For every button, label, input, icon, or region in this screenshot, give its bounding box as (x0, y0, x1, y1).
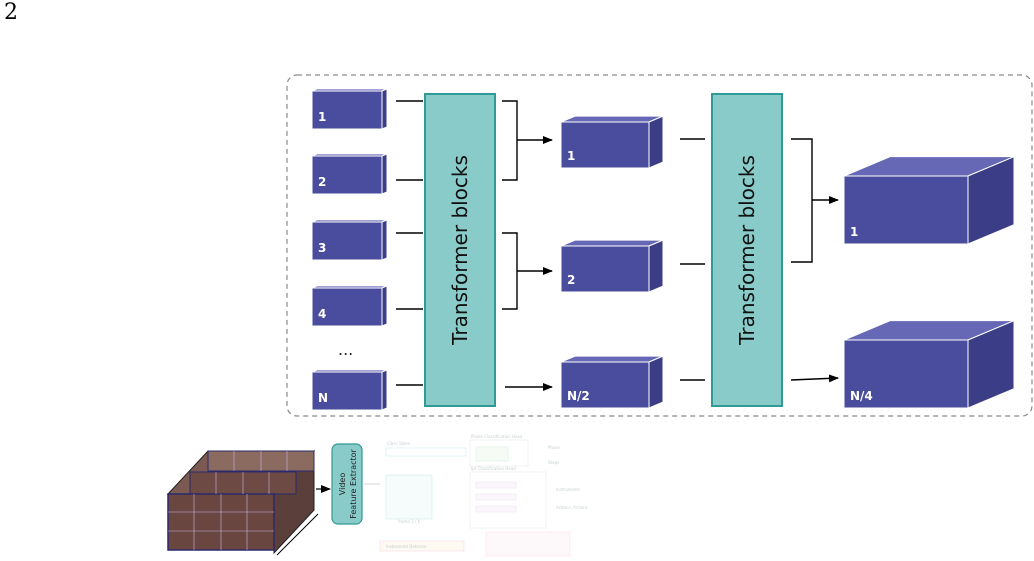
stage3-cube-N-4: N/4 (843, 320, 1015, 409)
stage1-cube-2: 2 (311, 153, 388, 195)
stage1-cube-4: 4 (311, 285, 388, 327)
faint-steps: Steps (548, 460, 559, 465)
faint-phase-head: Phase Classification Head (471, 434, 523, 439)
video-feature-extractor (331, 443, 363, 525)
stage2-cube-N-2-top (560, 355, 664, 363)
faint-actions: Actions, Actions (556, 505, 588, 510)
connectors (396, 100, 839, 391)
dashed-frame (286, 74, 1033, 417)
faded-pipeline (364, 439, 571, 557)
stage2-cube-1-label: 1 (567, 149, 575, 163)
stage2-cube-N-2-front (560, 361, 650, 409)
stage1-cube-N-side (381, 369, 388, 411)
stage1-cube-3: 3 (311, 219, 388, 261)
stage1-cube-3-label: 3 (318, 241, 326, 255)
stage3-cube-1-front (843, 175, 969, 245)
vfe-label-line1: Video (338, 473, 347, 496)
stage1-cube-1-side (381, 88, 388, 130)
stage2-cube-2-label: 2 (567, 273, 575, 287)
transformer-block-1-label: Transformer blocks (448, 155, 472, 346)
stage1-cube-2-side (381, 153, 388, 195)
stage3-cube-N-4-front (843, 339, 969, 409)
stage1-cube-1-front (311, 90, 383, 130)
stage2-cube-2-side (648, 239, 664, 293)
stage2-cube-1-top (560, 115, 664, 123)
stage2-cube-2-front (560, 245, 650, 293)
stage1-cube-N: N (311, 369, 388, 411)
stage1-cube-2-label: 2 (318, 175, 326, 189)
stage1-cube-4-side (381, 285, 388, 327)
stage2-cube-N-2-label: N/2 (567, 389, 590, 403)
faint-phase: Phase (548, 445, 560, 450)
stage1-cube-4-label: 4 (318, 307, 326, 321)
stage3-cube-1: 1 (843, 156, 1015, 245)
faint-frame: frame 1 / K (398, 519, 421, 524)
stage2-cube-1-side (648, 115, 664, 169)
overview-figure: Video Feature Extractor Class Token Phas… (166, 434, 588, 557)
stage3-cube-N-4-label: N/4 (850, 389, 873, 403)
transformer-block-2: Transformer blocks (711, 93, 783, 407)
faint-instruments: Instruments (556, 487, 580, 492)
transformer-block-1: Transformer blocks (424, 93, 496, 407)
faint-instrument-detector: Instrument Detector (386, 544, 427, 549)
stage1-cube-3-front (311, 221, 383, 261)
stage3-cube-1-label: 1 (850, 225, 858, 239)
stage2-cube-1: 1 (560, 115, 664, 169)
page-number: 2 (4, 0, 18, 25)
token-cubes: 1 2 3 4N 1 2N/2 1N/4 (311, 88, 1015, 411)
stage1-cube-N-label: N (318, 391, 328, 405)
stage1-cube-1-label: 1 (318, 110, 326, 124)
transformer-block-2-label: Transformer blocks (735, 155, 759, 346)
vfe-label-line2: Feature Extractor (349, 448, 358, 518)
token-ellipsis: ... (338, 340, 353, 359)
faint-triplet-head: Ipt Classification Head (471, 466, 516, 471)
stage1-cube-2-front (311, 155, 383, 195)
stage2-cube-N-2-side (648, 355, 664, 409)
stage2-cube-2: 2 (560, 239, 664, 293)
stage1-cube-3-side (381, 219, 388, 261)
video-frames-stack (166, 449, 319, 556)
stage2-cube-1-front (560, 121, 650, 169)
stage2-cube-2-top (560, 239, 664, 247)
stage2-cube-N-2: N/2 (560, 355, 664, 409)
stage1-cube-1: 1 (311, 88, 388, 130)
stage1-cube-N-front (311, 371, 383, 411)
stage1-cube-4-front (311, 287, 383, 327)
faint-class-token: Class Token (387, 441, 411, 446)
